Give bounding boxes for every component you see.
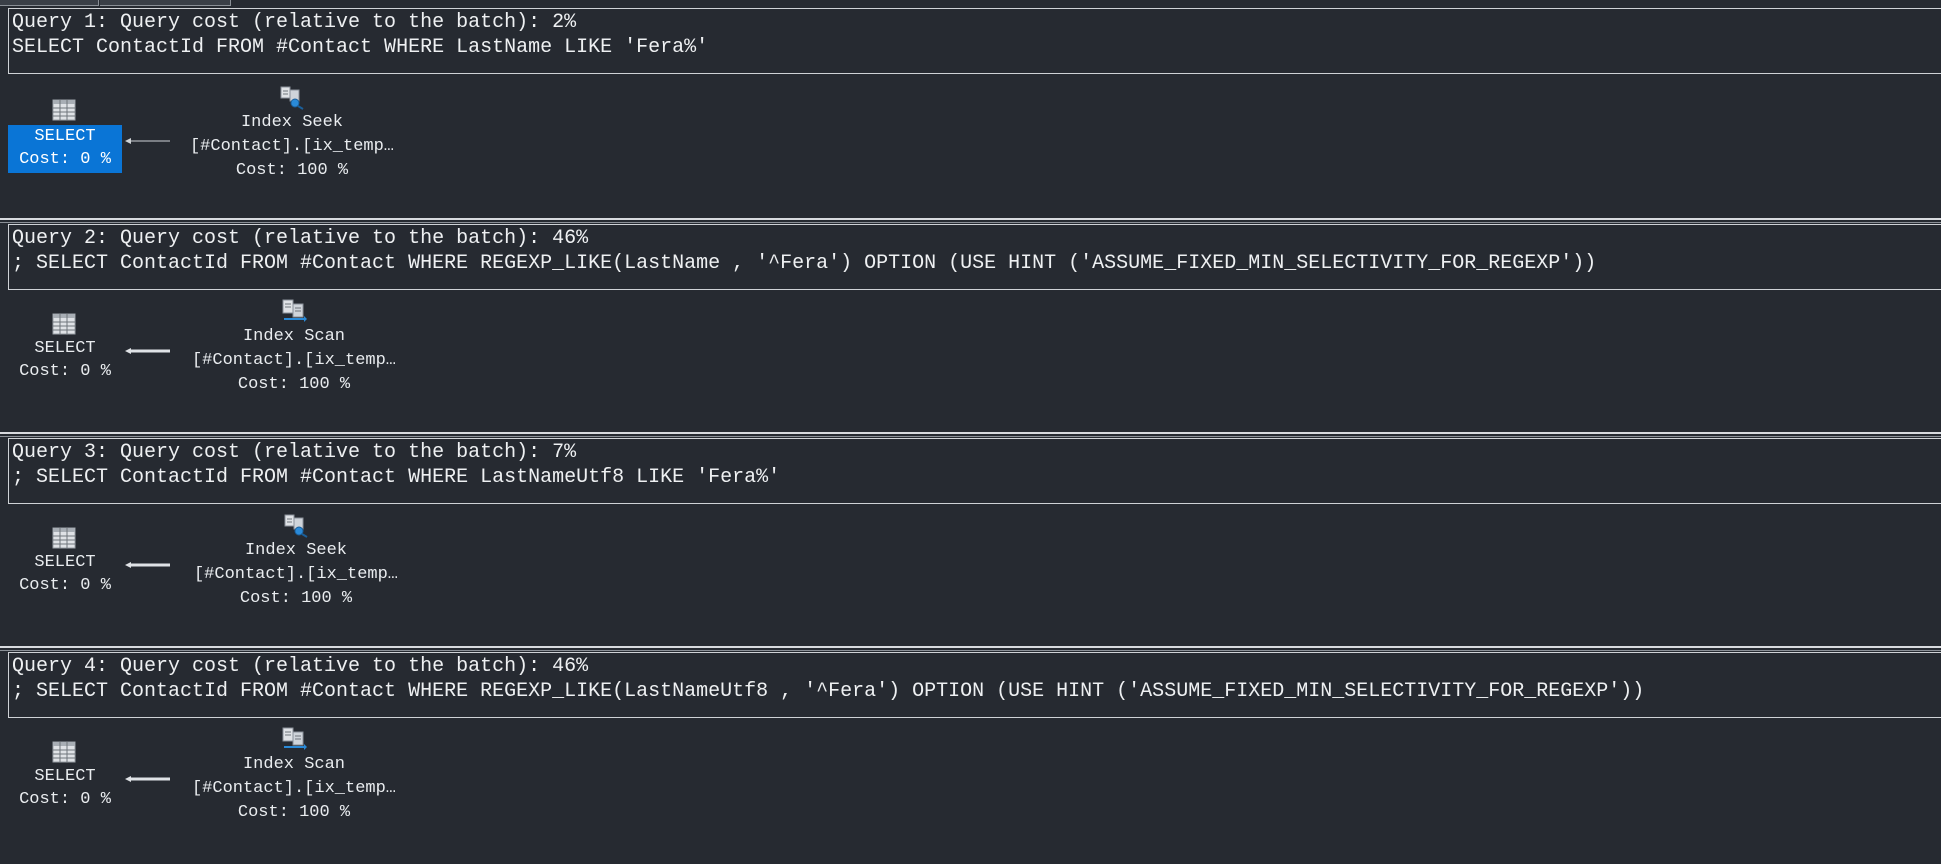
operator-name: Index Seek (240, 113, 344, 132)
index-scan-icon (282, 299, 307, 322)
select-node-cost: Cost: 0 % (19, 576, 111, 595)
operator-name: Index Scan (242, 327, 346, 346)
tab-execution-plan[interactable] (100, 0, 231, 6)
select-result-icon (52, 741, 76, 763)
query-sql-text: ; SELECT ContactId FROM #Contact WHERE R… (12, 252, 1597, 275)
select-result-icon (52, 99, 76, 121)
select-node[interactable]: SELECT Cost: 0 % (8, 98, 122, 173)
query-separator (0, 646, 1941, 651)
operator-cost: Cost: 100 % (237, 375, 351, 394)
query-header: Query 2: Query cost (relative to the bat… (8, 224, 1941, 290)
query-sql-text: ; SELECT ContactId FROM #Contact WHERE R… (12, 680, 1645, 703)
select-node-cost: Cost: 0 % (8, 149, 122, 173)
query-separator (0, 218, 1941, 223)
select-result-icon (52, 313, 76, 335)
query-plan-1: Query 1: Query cost (relative to the bat… (0, 0, 1941, 214)
query-cost-header: Query 2: Query cost (relative to the bat… (12, 227, 589, 250)
operator-cost: Cost: 100 % (235, 161, 349, 180)
select-node[interactable]: SELECT Cost: 0 % (8, 526, 122, 600)
index-seek-icon (284, 514, 308, 538)
select-node-cost: Cost: 0 % (19, 362, 111, 381)
select-node-name: SELECT (34, 339, 96, 358)
index-scan-node[interactable]: Index Scan [#Contact].[ix_temp… Cost: 10… (178, 726, 410, 824)
select-node[interactable]: SELECT Cost: 0 % (8, 312, 122, 386)
query-header: Query 4: Query cost (relative to the bat… (8, 652, 1941, 718)
operator-cost: Cost: 100 % (239, 589, 353, 608)
query-cost-header: Query 1: Query cost (relative to the bat… (12, 11, 577, 34)
operator-name: Index Scan (242, 755, 346, 774)
query-sql-text: ; SELECT ContactId FROM #Contact WHERE L… (12, 466, 781, 489)
result-tabs-strip (0, 0, 1941, 6)
tab-results[interactable] (0, 0, 99, 6)
query-sql-text: SELECT ContactId FROM #Contact WHERE Las… (12, 36, 709, 59)
flow-arrow (125, 138, 170, 144)
select-result-icon (52, 527, 76, 549)
query-cost-header: Query 3: Query cost (relative to the bat… (12, 441, 577, 464)
query-plan-2: Query 2: Query cost (relative to the bat… (0, 214, 1941, 428)
select-node-cost: Cost: 0 % (19, 790, 111, 809)
index-seek-node[interactable]: Index Seek [#Contact].[ix_temp… Cost: 10… (180, 512, 412, 610)
query-header: Query 3: Query cost (relative to the bat… (8, 438, 1941, 504)
flow-arrow (125, 776, 170, 782)
query-plan-4: Query 4: Query cost (relative to the bat… (0, 642, 1941, 856)
select-node-name: SELECT (34, 767, 96, 786)
operator-object: [#Contact].[ix_temp… (189, 137, 395, 156)
flow-arrow (125, 348, 170, 354)
flow-arrow (125, 562, 170, 568)
operator-object: [#Contact].[ix_temp… (191, 779, 397, 798)
operator-object: [#Contact].[ix_temp… (191, 351, 397, 370)
query-header: Query 1: Query cost (relative to the bat… (8, 8, 1941, 74)
index-scan-node[interactable]: Index Scan [#Contact].[ix_temp… Cost: 10… (178, 298, 410, 396)
query-cost-header: Query 4: Query cost (relative to the bat… (12, 655, 589, 678)
query-separator (0, 432, 1941, 437)
select-node[interactable]: SELECT Cost: 0 % (8, 740, 122, 814)
index-scan-icon (282, 727, 307, 750)
operator-name: Index Seek (244, 541, 348, 560)
query-plan-3: Query 3: Query cost (relative to the bat… (0, 428, 1941, 642)
select-node-name: SELECT (8, 125, 122, 149)
select-node-name: SELECT (34, 553, 96, 572)
index-seek-node[interactable]: Index Seek [#Contact].[ix_temp… Cost: 10… (176, 84, 408, 182)
operator-cost: Cost: 100 % (237, 803, 351, 822)
operator-object: [#Contact].[ix_temp… (193, 565, 399, 584)
index-seek-icon (280, 86, 304, 110)
